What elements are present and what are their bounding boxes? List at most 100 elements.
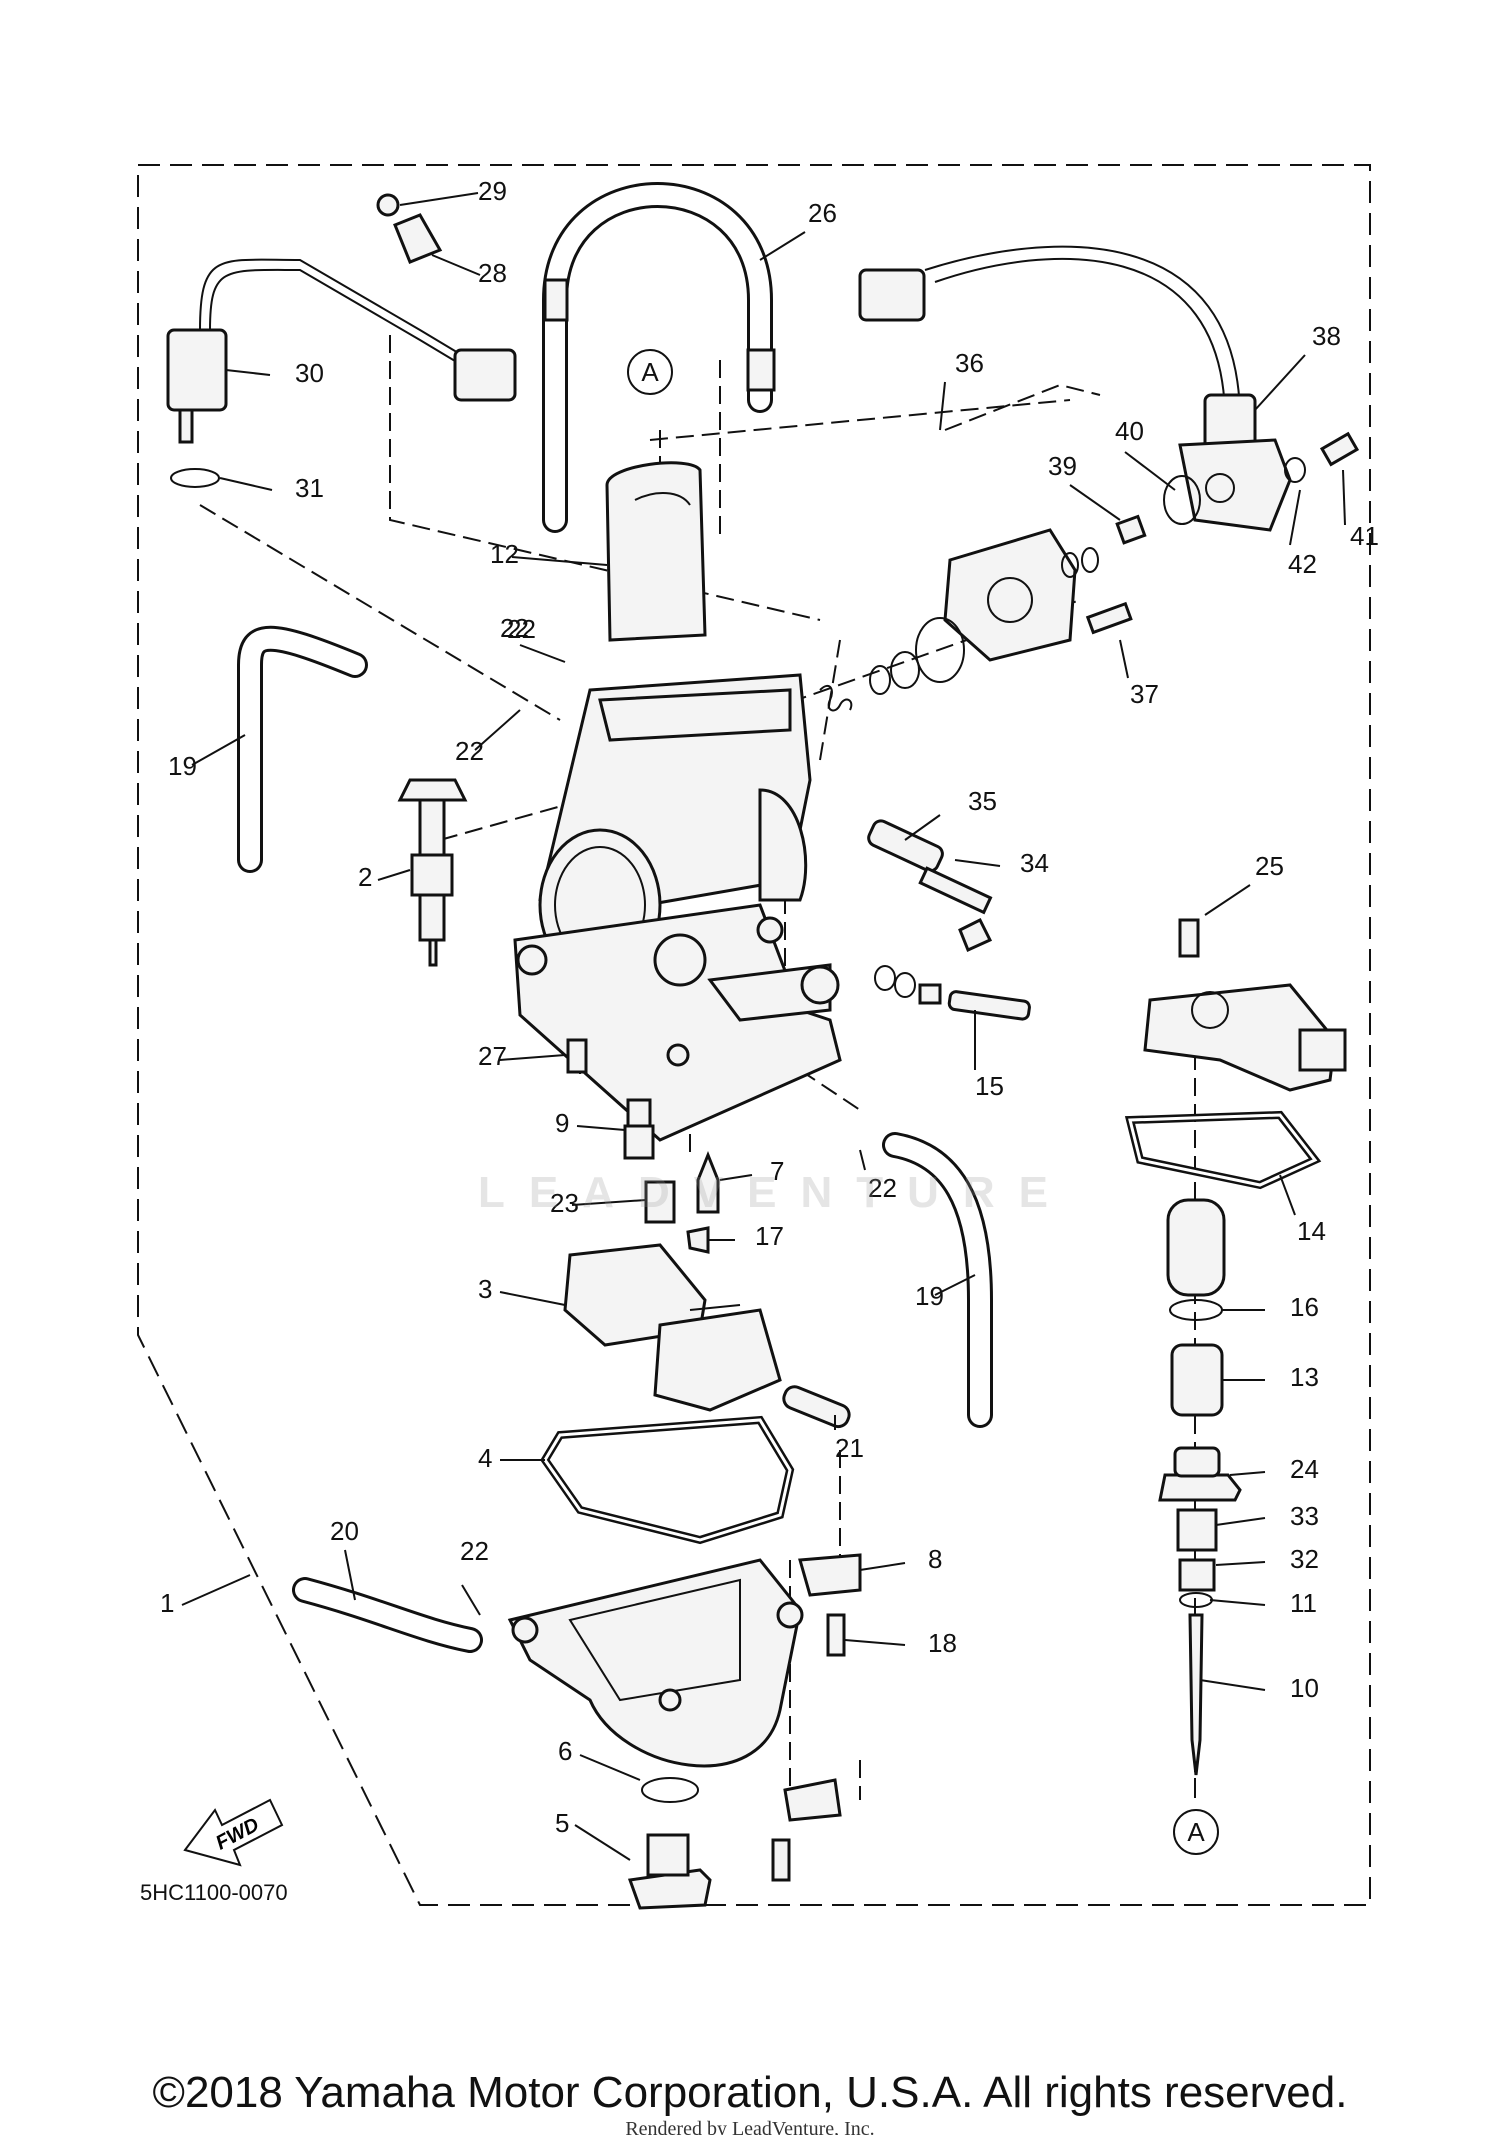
callout-leader-7 bbox=[719, 1174, 753, 1181]
callout-22: 22 bbox=[500, 613, 529, 643]
callout-leader-31 bbox=[219, 477, 273, 491]
part-sensor-wire bbox=[166, 193, 517, 488]
assembly-boundary bbox=[137, 164, 1371, 1906]
callout-leader-35 bbox=[904, 814, 941, 841]
callout-15: 15 bbox=[975, 1071, 1004, 1101]
callout-10: 10 bbox=[1290, 1673, 1319, 1703]
callout-25: 25 bbox=[1255, 851, 1284, 881]
callout-16: 16 bbox=[1290, 1292, 1319, 1322]
callout-18: 18 bbox=[928, 1628, 957, 1658]
callout-leader-22 bbox=[461, 1584, 481, 1616]
callout-29: 29 bbox=[478, 176, 507, 206]
callout-14: 14 bbox=[1297, 1216, 1326, 1246]
copyright-notice: ©2018 Yamaha Motor Corporation, U.S.A. A… bbox=[152, 2068, 1348, 2117]
callout-leader-10 bbox=[1199, 1679, 1266, 1691]
callout-20: 20 bbox=[330, 1516, 359, 1546]
part-starter-plunger bbox=[397, 778, 468, 967]
reference-marker-bottom: A bbox=[1173, 1809, 1219, 1855]
callout-leader-9 bbox=[576, 1125, 626, 1131]
part-float bbox=[563, 1243, 851, 1429]
callout-leader-19 bbox=[191, 734, 246, 766]
callout-leader-24 bbox=[1229, 1471, 1266, 1476]
diagram-code: 5HC1100-0070 bbox=[140, 1880, 288, 1905]
callout-39: 39 bbox=[1048, 451, 1077, 481]
callout-leader-3 bbox=[499, 1291, 566, 1306]
part-carburetor-body bbox=[513, 673, 842, 1142]
callout-leader-20 bbox=[344, 1549, 356, 1601]
callout-34: 34 bbox=[1020, 848, 1049, 878]
callout-32: 32 bbox=[1290, 1544, 1319, 1574]
callout-22: 22 bbox=[868, 1173, 897, 1203]
part-throttle-cable bbox=[542, 182, 776, 533]
callout-41: 41 bbox=[1350, 521, 1379, 551]
callout-11: 11 bbox=[1290, 1588, 1317, 1618]
callout-19: 19 bbox=[168, 751, 197, 781]
callout-leader-32 bbox=[1215, 1561, 1266, 1566]
part-float-bowl bbox=[292, 1553, 862, 1910]
callout-28: 28 bbox=[478, 258, 507, 288]
callout-22: 22 bbox=[507, 614, 536, 644]
callout-leader-29 bbox=[399, 192, 479, 206]
callout-leader-33 bbox=[1215, 1517, 1266, 1526]
reference-marker-top-label: A bbox=[641, 357, 659, 387]
callout-leader-42 bbox=[1289, 489, 1301, 546]
callout-leader-5 bbox=[574, 1824, 631, 1861]
callout-8: 8 bbox=[928, 1544, 942, 1574]
callout-2: 2 bbox=[358, 862, 372, 892]
callout-42: 42 bbox=[1288, 549, 1317, 579]
callout-leader-28 bbox=[431, 254, 481, 276]
callout-37: 37 bbox=[1130, 679, 1159, 709]
callout-leader-38 bbox=[1254, 354, 1306, 411]
part-float-bowl-gasket bbox=[540, 1415, 795, 1545]
callouts: 1234567891011121314151617181920212223242… bbox=[160, 176, 1379, 1838]
callout-13: 13 bbox=[1290, 1362, 1319, 1392]
reference-marker-top: A bbox=[627, 349, 673, 395]
watermark: LEADVENTURE bbox=[478, 1168, 1073, 1217]
callout-leader-11 bbox=[1209, 1599, 1266, 1606]
callout-24: 24 bbox=[1290, 1454, 1319, 1484]
callout-leader-1 bbox=[181, 1574, 251, 1606]
callout-30: 30 bbox=[295, 358, 324, 388]
callout-leader-18 bbox=[844, 1639, 906, 1646]
callout-leader-25 bbox=[1204, 884, 1251, 916]
callout-6: 6 bbox=[558, 1736, 572, 1766]
callout-40: 40 bbox=[1115, 416, 1144, 446]
callout-leader-22 bbox=[519, 644, 566, 663]
callout-1: 1 bbox=[160, 1588, 174, 1618]
callout-leaders bbox=[181, 192, 1346, 1861]
callout-23: 23 bbox=[550, 1188, 579, 1218]
part-small-screws bbox=[566, 819, 1031, 1074]
callout-leader-36 bbox=[939, 381, 946, 431]
callout-21: 21 bbox=[835, 1433, 864, 1463]
callout-leader-12 bbox=[511, 556, 608, 566]
callout-35: 35 bbox=[968, 786, 997, 816]
part-vent-hose-right bbox=[882, 1132, 993, 1428]
callout-26: 26 bbox=[808, 198, 837, 228]
callout-36: 36 bbox=[955, 348, 984, 378]
callout-22: 22 bbox=[460, 1536, 489, 1566]
callout-leader-2 bbox=[377, 869, 411, 881]
callout-leader-41 bbox=[1342, 469, 1346, 526]
callout-31: 31 bbox=[295, 473, 324, 503]
part-tps-wire bbox=[858, 245, 1360, 532]
callout-leader-22 bbox=[859, 1149, 866, 1171]
part-vent-hose-left bbox=[237, 625, 368, 873]
callout-leader-26 bbox=[759, 231, 806, 261]
fwd-arrow-icon: FWD bbox=[183, 1798, 284, 1867]
callout-leader-39 bbox=[1069, 484, 1121, 521]
callout-22: 22 bbox=[455, 736, 484, 766]
callout-leader-22 bbox=[474, 709, 521, 751]
callout-leader-19 bbox=[934, 1274, 976, 1296]
callout-9: 9 bbox=[555, 1108, 569, 1138]
callout-7: 7 bbox=[770, 1156, 784, 1186]
callout-17: 17 bbox=[755, 1221, 784, 1251]
callout-33: 33 bbox=[1290, 1501, 1319, 1531]
render-credit: Rendered by LeadVenture, Inc. bbox=[625, 2118, 875, 2135]
part-pump-assembly bbox=[1124, 918, 1347, 1776]
callout-leader-37 bbox=[1119, 639, 1129, 679]
callout-leader-40 bbox=[1124, 451, 1176, 491]
callout-leader-23 bbox=[571, 1199, 647, 1206]
callout-3: 3 bbox=[478, 1274, 492, 1304]
